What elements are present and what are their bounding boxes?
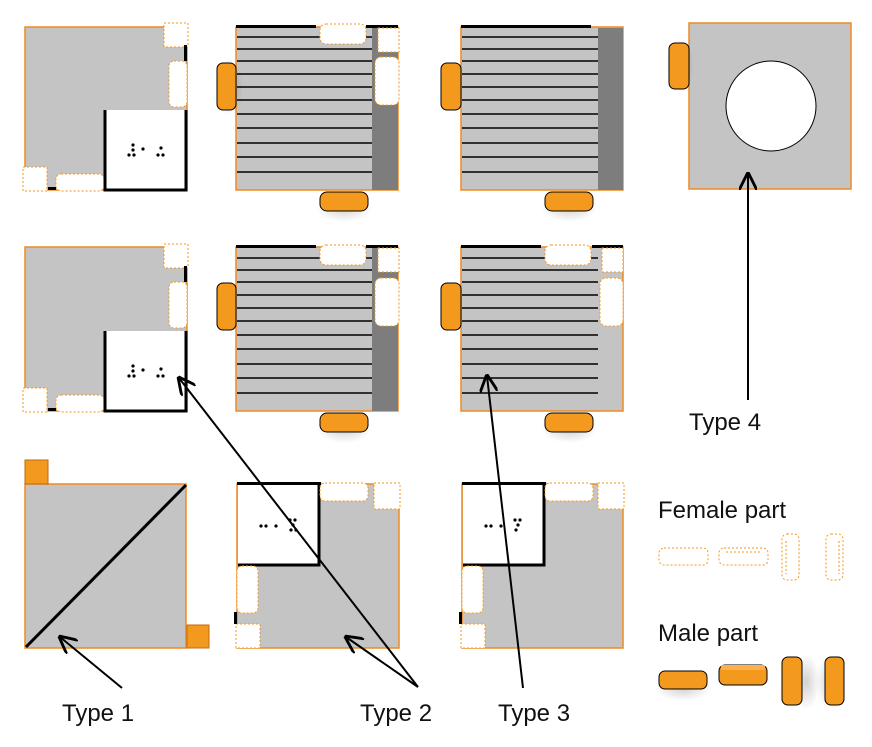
- male-connector: [24, 459, 49, 485]
- female-socket: [22, 166, 48, 192]
- type1-label: Type 1: [62, 700, 134, 727]
- male-connector: [216, 282, 237, 331]
- male-connector-vertical: [824, 656, 845, 706]
- female-socket: [599, 277, 624, 327]
- male-connector: [544, 412, 594, 433]
- male-connector: [668, 42, 690, 90]
- type2-tile-row3: [234, 482, 401, 649]
- female-socket: [55, 173, 105, 192]
- type3-arrow: [487, 376, 524, 689]
- type2-tile-row2: [22, 243, 189, 413]
- female-socket: [168, 60, 188, 108]
- female-socket: [544, 244, 592, 266]
- female-socket-vertical: [781, 533, 800, 581]
- female-socket: [236, 565, 259, 614]
- braille-dots: [484, 518, 522, 532]
- diagonal-line: [24, 483, 188, 649]
- female-socket: [544, 482, 594, 502]
- male-connector: [544, 191, 594, 212]
- female-part-samples: [658, 533, 844, 581]
- female-socket: [319, 482, 369, 502]
- type2-tile-row1: [22, 22, 189, 192]
- type2-arrow-upper: [179, 378, 419, 688]
- type2-label: Type 2: [360, 700, 432, 727]
- female-socket: [163, 243, 189, 269]
- female-socket: [55, 394, 105, 413]
- type3-tile-row2-col2: [216, 244, 400, 443]
- callout-arrows: [60, 174, 748, 689]
- female-socket: [374, 277, 400, 327]
- female-socket: [163, 22, 189, 48]
- type3-tile-row2-col3: [440, 244, 624, 443]
- braille-square: [105, 331, 186, 411]
- female-socket: [374, 56, 400, 106]
- braille-dots: [127, 143, 165, 157]
- type3-tile-row1-col2: [215, 23, 400, 222]
- type2-arrow-lower: [346, 637, 419, 688]
- male-connector: [440, 282, 462, 331]
- male-connector: [440, 62, 462, 111]
- female-socket: [461, 565, 484, 614]
- female-socket-vertical: [825, 533, 844, 581]
- legend: Female part Male part: [655, 497, 845, 710]
- female-socket: [460, 623, 486, 649]
- male-connector: [216, 62, 237, 111]
- type3-label: Type 3: [498, 700, 570, 727]
- type4-label: Type 4: [689, 409, 761, 436]
- female-socket-horizontal: [658, 547, 709, 566]
- braille-square: [238, 485, 320, 565]
- female-socket: [377, 27, 400, 53]
- braille-dots: [127, 364, 165, 378]
- male-connector-vertical: [781, 656, 803, 706]
- female-socket: [168, 281, 188, 329]
- female-socket: [319, 244, 367, 266]
- female-socket: [377, 247, 400, 273]
- male-part-label: Male part: [658, 620, 758, 647]
- type1-tile: [24, 459, 210, 649]
- male-connector: [319, 191, 369, 212]
- female-socket: [373, 482, 401, 510]
- type1-arrow: [60, 637, 123, 689]
- female-socket: [319, 23, 367, 45]
- female-socket-horizontal: [718, 547, 769, 566]
- type3-tile-row3: [459, 482, 625, 649]
- female-socket: [601, 247, 624, 273]
- type4-tile: [666, 22, 852, 190]
- type3-tile-row1-col3: [440, 25, 624, 222]
- male-connector: [186, 624, 210, 649]
- circular-hole: [725, 60, 817, 152]
- female-part-label: Female part: [658, 497, 786, 524]
- female-socket: [22, 387, 48, 413]
- female-socket: [597, 482, 625, 510]
- female-socket: [235, 623, 261, 649]
- braille-square: [105, 110, 186, 190]
- male-connector-horizontal: [658, 670, 708, 690]
- male-connector: [319, 412, 369, 433]
